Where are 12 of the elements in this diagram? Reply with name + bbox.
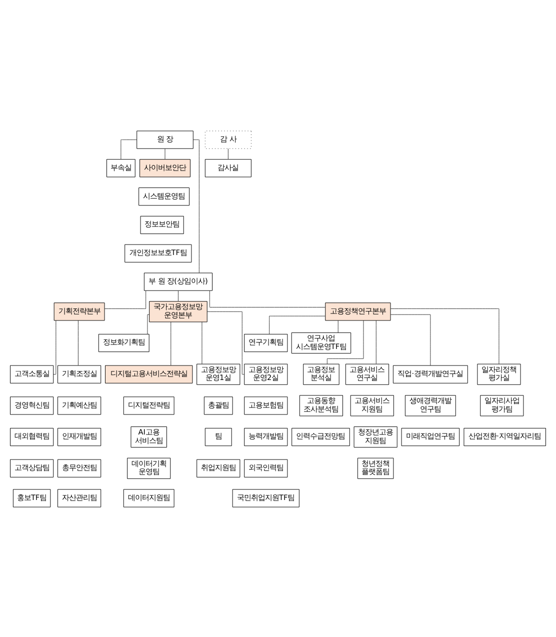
connector bbox=[326, 320, 364, 364]
connector bbox=[192, 139, 200, 273]
connector bbox=[120, 139, 138, 160]
connector bbox=[269, 315, 326, 334]
connector bbox=[390, 308, 500, 364]
connector bbox=[147, 314, 150, 334]
connector bbox=[209, 290, 326, 307]
connector bbox=[53, 320, 56, 374]
connector bbox=[390, 314, 431, 366]
connector bbox=[164, 148, 166, 159]
connector bbox=[170, 321, 172, 366]
connector bbox=[104, 290, 146, 308]
